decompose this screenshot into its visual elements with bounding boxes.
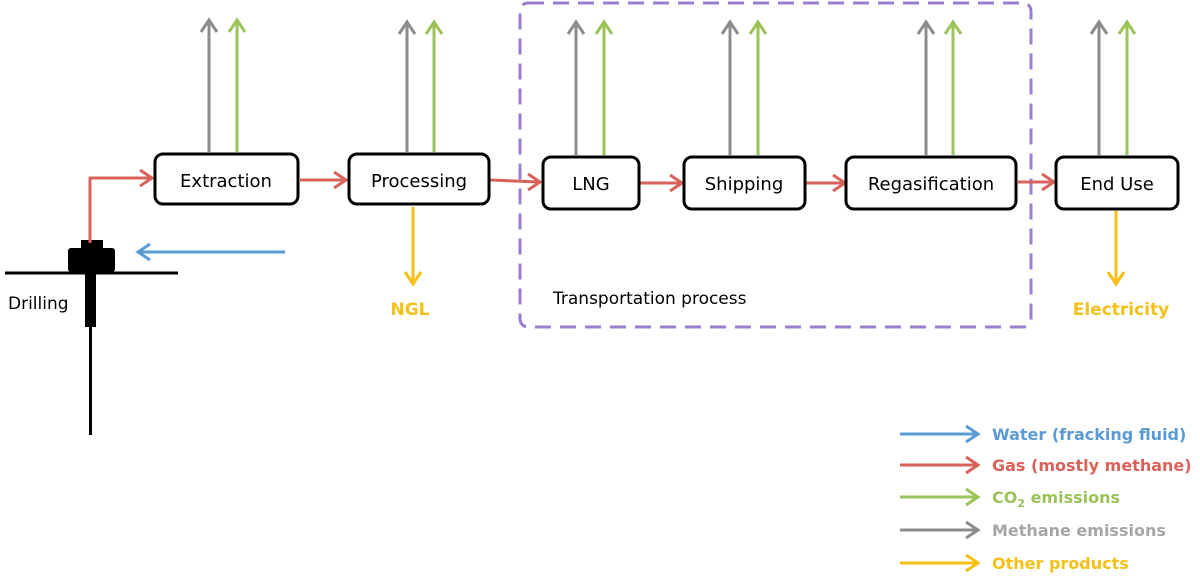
legend-label-co2: CO2 emissions xyxy=(992,488,1120,510)
emission-arrows-extraction xyxy=(199,17,247,152)
node-regasification-label: Regasification xyxy=(868,174,994,195)
node-shipping: Shipping xyxy=(682,155,807,211)
legend: Water (fracking fluid) Gas (mostly metha… xyxy=(900,424,1192,573)
legend-item-co2: CO2 emissions xyxy=(900,487,1120,510)
node-regasification: Regasification xyxy=(844,155,1018,211)
drilling-rig-icon xyxy=(5,240,178,435)
node-end-use: End Use xyxy=(1054,155,1180,211)
node-shipping-label: Shipping xyxy=(705,174,784,195)
legend-item-other-products: Other products xyxy=(900,553,1129,573)
legend-label-other-products: Other products xyxy=(992,554,1129,573)
node-extraction-label: Extraction xyxy=(180,171,272,192)
legend-item-water: Water (fracking fluid) xyxy=(900,424,1186,444)
emission-arrows-regasification xyxy=(916,19,963,155)
emission-arrows-processing xyxy=(397,19,444,152)
legend-label-co2-main: CO xyxy=(992,488,1017,507)
product-arrow-ngl xyxy=(403,207,423,287)
legend-label-gas: Gas (mostly methane) xyxy=(992,456,1192,475)
emission-arrows-shipping xyxy=(720,19,768,155)
emission-arrows-end-use xyxy=(1089,19,1137,155)
emission-arrows-lng xyxy=(566,19,614,155)
node-processing-label: Processing xyxy=(371,171,467,192)
node-lng: LNG xyxy=(541,155,641,211)
legend-item-gas: Gas (mostly methane) xyxy=(900,455,1192,475)
drilling-label: Drilling xyxy=(8,294,69,314)
electricity-label: Electricity xyxy=(1073,300,1170,320)
legend-label-co2-sub: 2 xyxy=(1017,497,1025,510)
legend-label-methane: Methane emissions xyxy=(992,521,1166,540)
transportation-process-label: Transportation process xyxy=(552,289,747,309)
node-extraction: Extraction xyxy=(153,152,300,206)
legend-label-co2-rest: emissions xyxy=(1025,488,1120,507)
node-processing: Processing xyxy=(347,152,491,206)
transportation-process-group xyxy=(518,1,1033,329)
node-end-use-label: End Use xyxy=(1080,174,1154,195)
legend-label-water: Water (fracking fluid) xyxy=(992,425,1186,444)
product-arrow-electricity xyxy=(1106,211,1126,287)
ngl-label: NGL xyxy=(390,300,429,320)
legend-item-methane: Methane emissions xyxy=(900,520,1166,540)
node-lng-label: LNG xyxy=(572,174,609,195)
water-inflow-arrow xyxy=(135,242,285,262)
